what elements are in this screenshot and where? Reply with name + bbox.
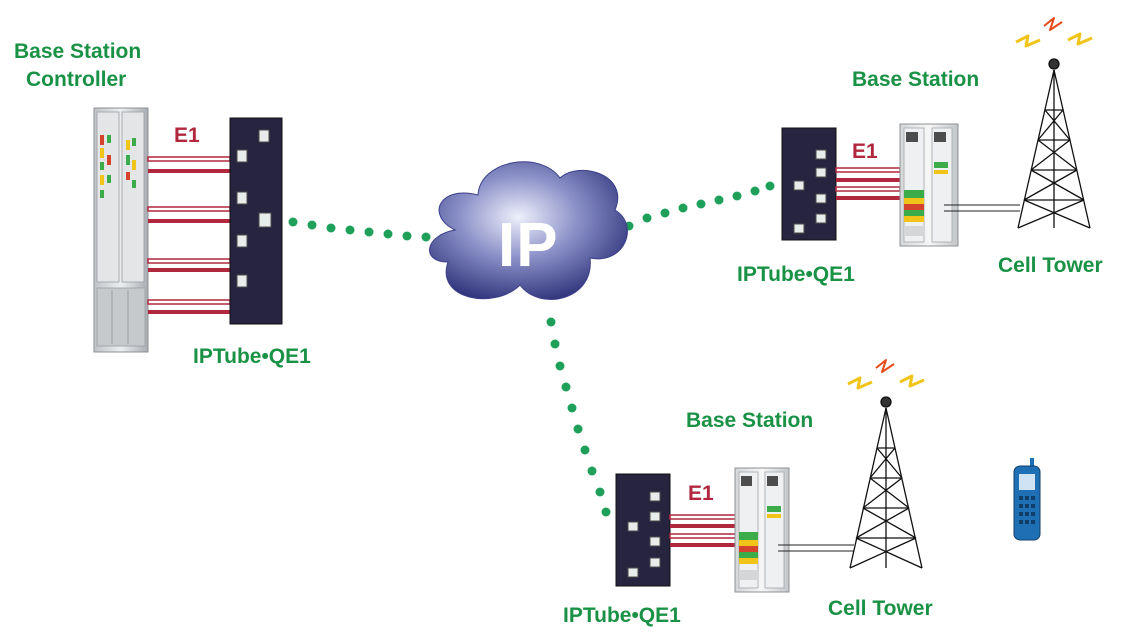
bsc-rack <box>93 107 149 353</box>
e1-label-bsc: E1 <box>174 124 200 147</box>
ip-link-site2 <box>546 317 611 517</box>
ip-network-label: IP <box>498 211 559 280</box>
mobile-phone-icon <box>1013 458 1041 541</box>
iptube-label-site1: IPTube•QE1 <box>737 263 855 286</box>
base-station-unit-site1 <box>899 123 959 247</box>
cell-tower-label-site2: Cell Tower <box>828 597 933 620</box>
ip-link-site1 <box>624 181 775 231</box>
iptube-device-site2 <box>615 473 671 587</box>
site2-e1-links <box>669 514 737 547</box>
iptube-label-site2: IPTube•QE1 <box>563 604 681 627</box>
cell-tower-site1 <box>1017 58 1091 229</box>
cell-tower-label-site1: Cell Tower <box>998 254 1103 277</box>
signal-icon-site1 <box>1015 17 1093 48</box>
bs-tower-link-site2 <box>778 544 854 552</box>
base-station-unit-site2 <box>734 467 790 593</box>
iptube-device-site1 <box>781 127 837 241</box>
signal-icon-site2 <box>847 359 925 390</box>
bs-tower-link-site1 <box>944 204 1020 212</box>
site1-e1-links <box>835 167 901 200</box>
iptube-device-bsc <box>229 117 283 325</box>
base-station-label-site2: Base Station <box>686 409 814 432</box>
ip-cloud <box>429 161 628 300</box>
bsc-label-line2: Controller <box>26 68 127 91</box>
e1-label-site1: E1 <box>852 140 878 163</box>
base-station-label-site1: Base Station <box>852 68 980 91</box>
ip-link-bsc <box>288 217 448 243</box>
bsc-label-line1: Base Station <box>14 40 142 63</box>
cell-tower-site2 <box>849 396 923 569</box>
bsc-e1-links <box>147 156 231 314</box>
e1-label-site2: E1 <box>688 482 714 505</box>
iptube-label-bsc: IPTube•QE1 <box>193 345 311 368</box>
